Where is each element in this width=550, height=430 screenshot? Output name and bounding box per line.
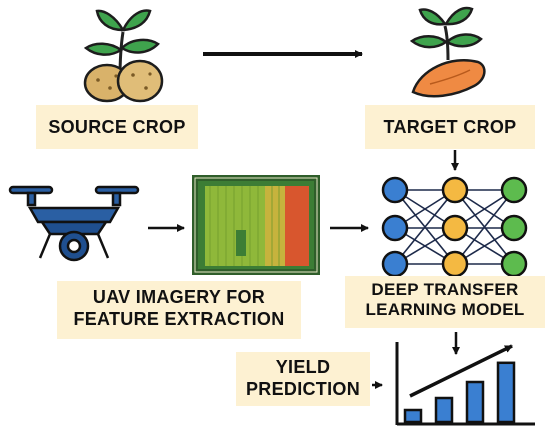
uav-line2: FEATURE EXTRACTION [73, 308, 285, 329]
potato-plant-icon [83, 9, 164, 103]
uav-line1: UAV IMAGERY FOR [92, 287, 266, 307]
bar-chart-icon [395, 342, 535, 426]
source-crop-label: SOURCE CROP [36, 105, 198, 149]
yield-line2: PREDICTION [245, 378, 360, 399]
chart-bar [465, 380, 485, 424]
drone-icon [8, 185, 140, 262]
deep-transfer-label: DEEP TRANSFER LEARNING MODEL [345, 276, 545, 328]
chart-bar [496, 361, 516, 424]
source-crop-text: SOURCE CROP [48, 117, 186, 137]
chart-bar [434, 396, 454, 424]
yield-line1: YIELD [275, 357, 331, 377]
model-line1: DEEP TRANSFER [371, 280, 519, 299]
target-crop-label: TARGET CROP [365, 105, 535, 149]
neural-network-icon [381, 176, 528, 278]
aerial-field-image [192, 175, 320, 275]
model-line2: LEARNING MODEL [365, 300, 525, 320]
chart-bar [403, 408, 423, 424]
uav-imagery-label: UAV IMAGERY FOR FEATURE EXTRACTION [57, 281, 301, 339]
target-crop-text: TARGET CROP [383, 117, 517, 137]
sweet-potato-plant-icon [409, 6, 486, 98]
yield-prediction-label: YIELD PREDICTION [236, 352, 370, 406]
